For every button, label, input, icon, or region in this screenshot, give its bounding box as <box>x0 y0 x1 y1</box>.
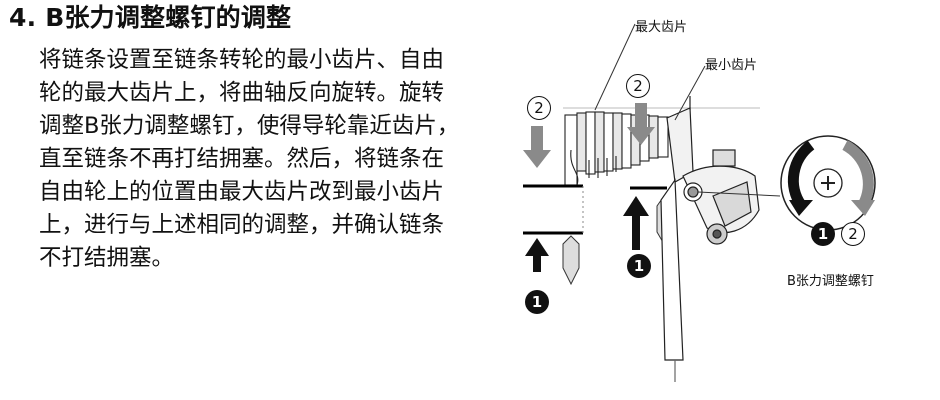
largest-cog-leader <box>594 23 636 111</box>
step-2-marker: 2 <box>841 222 865 246</box>
paragraph-line: 将链条设置至链条转轮的最小齿片、自由 <box>39 47 445 73</box>
black-up-arrow <box>623 196 649 250</box>
paragraph-line: 不打结拥塞。 <box>39 245 175 271</box>
freewheel-cogs <box>564 111 669 186</box>
largest-cog-label: 最大齿片 <box>635 20 688 35</box>
step-1-marker: 1 <box>627 254 651 278</box>
derailleur-illustration: 2 2 1 1 1 2 最大齿片 最小齿片 B张力调整螺钉 <box>515 0 925 400</box>
illustration-drawing <box>523 23 876 382</box>
screw-leader <box>697 191 781 197</box>
b-tension-screw-label: B张力调整螺钉 <box>787 274 874 289</box>
black-up-arrow <box>525 238 549 272</box>
paragraph-line: 直至链条不再打结拥塞。然后，将链条在 <box>39 146 445 172</box>
step-2-marker: 2 <box>626 74 650 98</box>
step-1-marker: 1 <box>525 290 549 314</box>
step-2-marker: 2 <box>527 96 551 120</box>
paragraph-line: 轮的最大齿片上，将曲轴反向旋转。旋转 <box>39 80 445 106</box>
smallest-cog-leader <box>674 65 706 121</box>
paragraph-line: 上，进行与上述相同的调整，并确认链条 <box>39 212 445 238</box>
step-1-marker: 1 <box>811 222 835 246</box>
smallest-cog-label: 最小齿片 <box>705 58 758 73</box>
rear-derailleur <box>660 96 760 382</box>
b-tension-screw-detail <box>780 135 876 231</box>
paragraph-line: 调整B张力调整螺钉，使得导轮靠近齿片， <box>39 113 460 139</box>
grey-down-arrow <box>523 126 551 168</box>
paragraph-line: 自由轮上的位置由最大齿片改到最小齿片 <box>39 179 445 205</box>
chain-segment <box>562 235 580 286</box>
section-title: 4. B张力调整螺钉的调整 <box>9 3 292 32</box>
instruction-paragraph: 将链条设置至链条转轮的最小齿片、自由 轮的最大齿片上，将曲轴反向旋转。旋转 调整… <box>39 44 509 275</box>
grey-down-arrow <box>627 103 655 145</box>
